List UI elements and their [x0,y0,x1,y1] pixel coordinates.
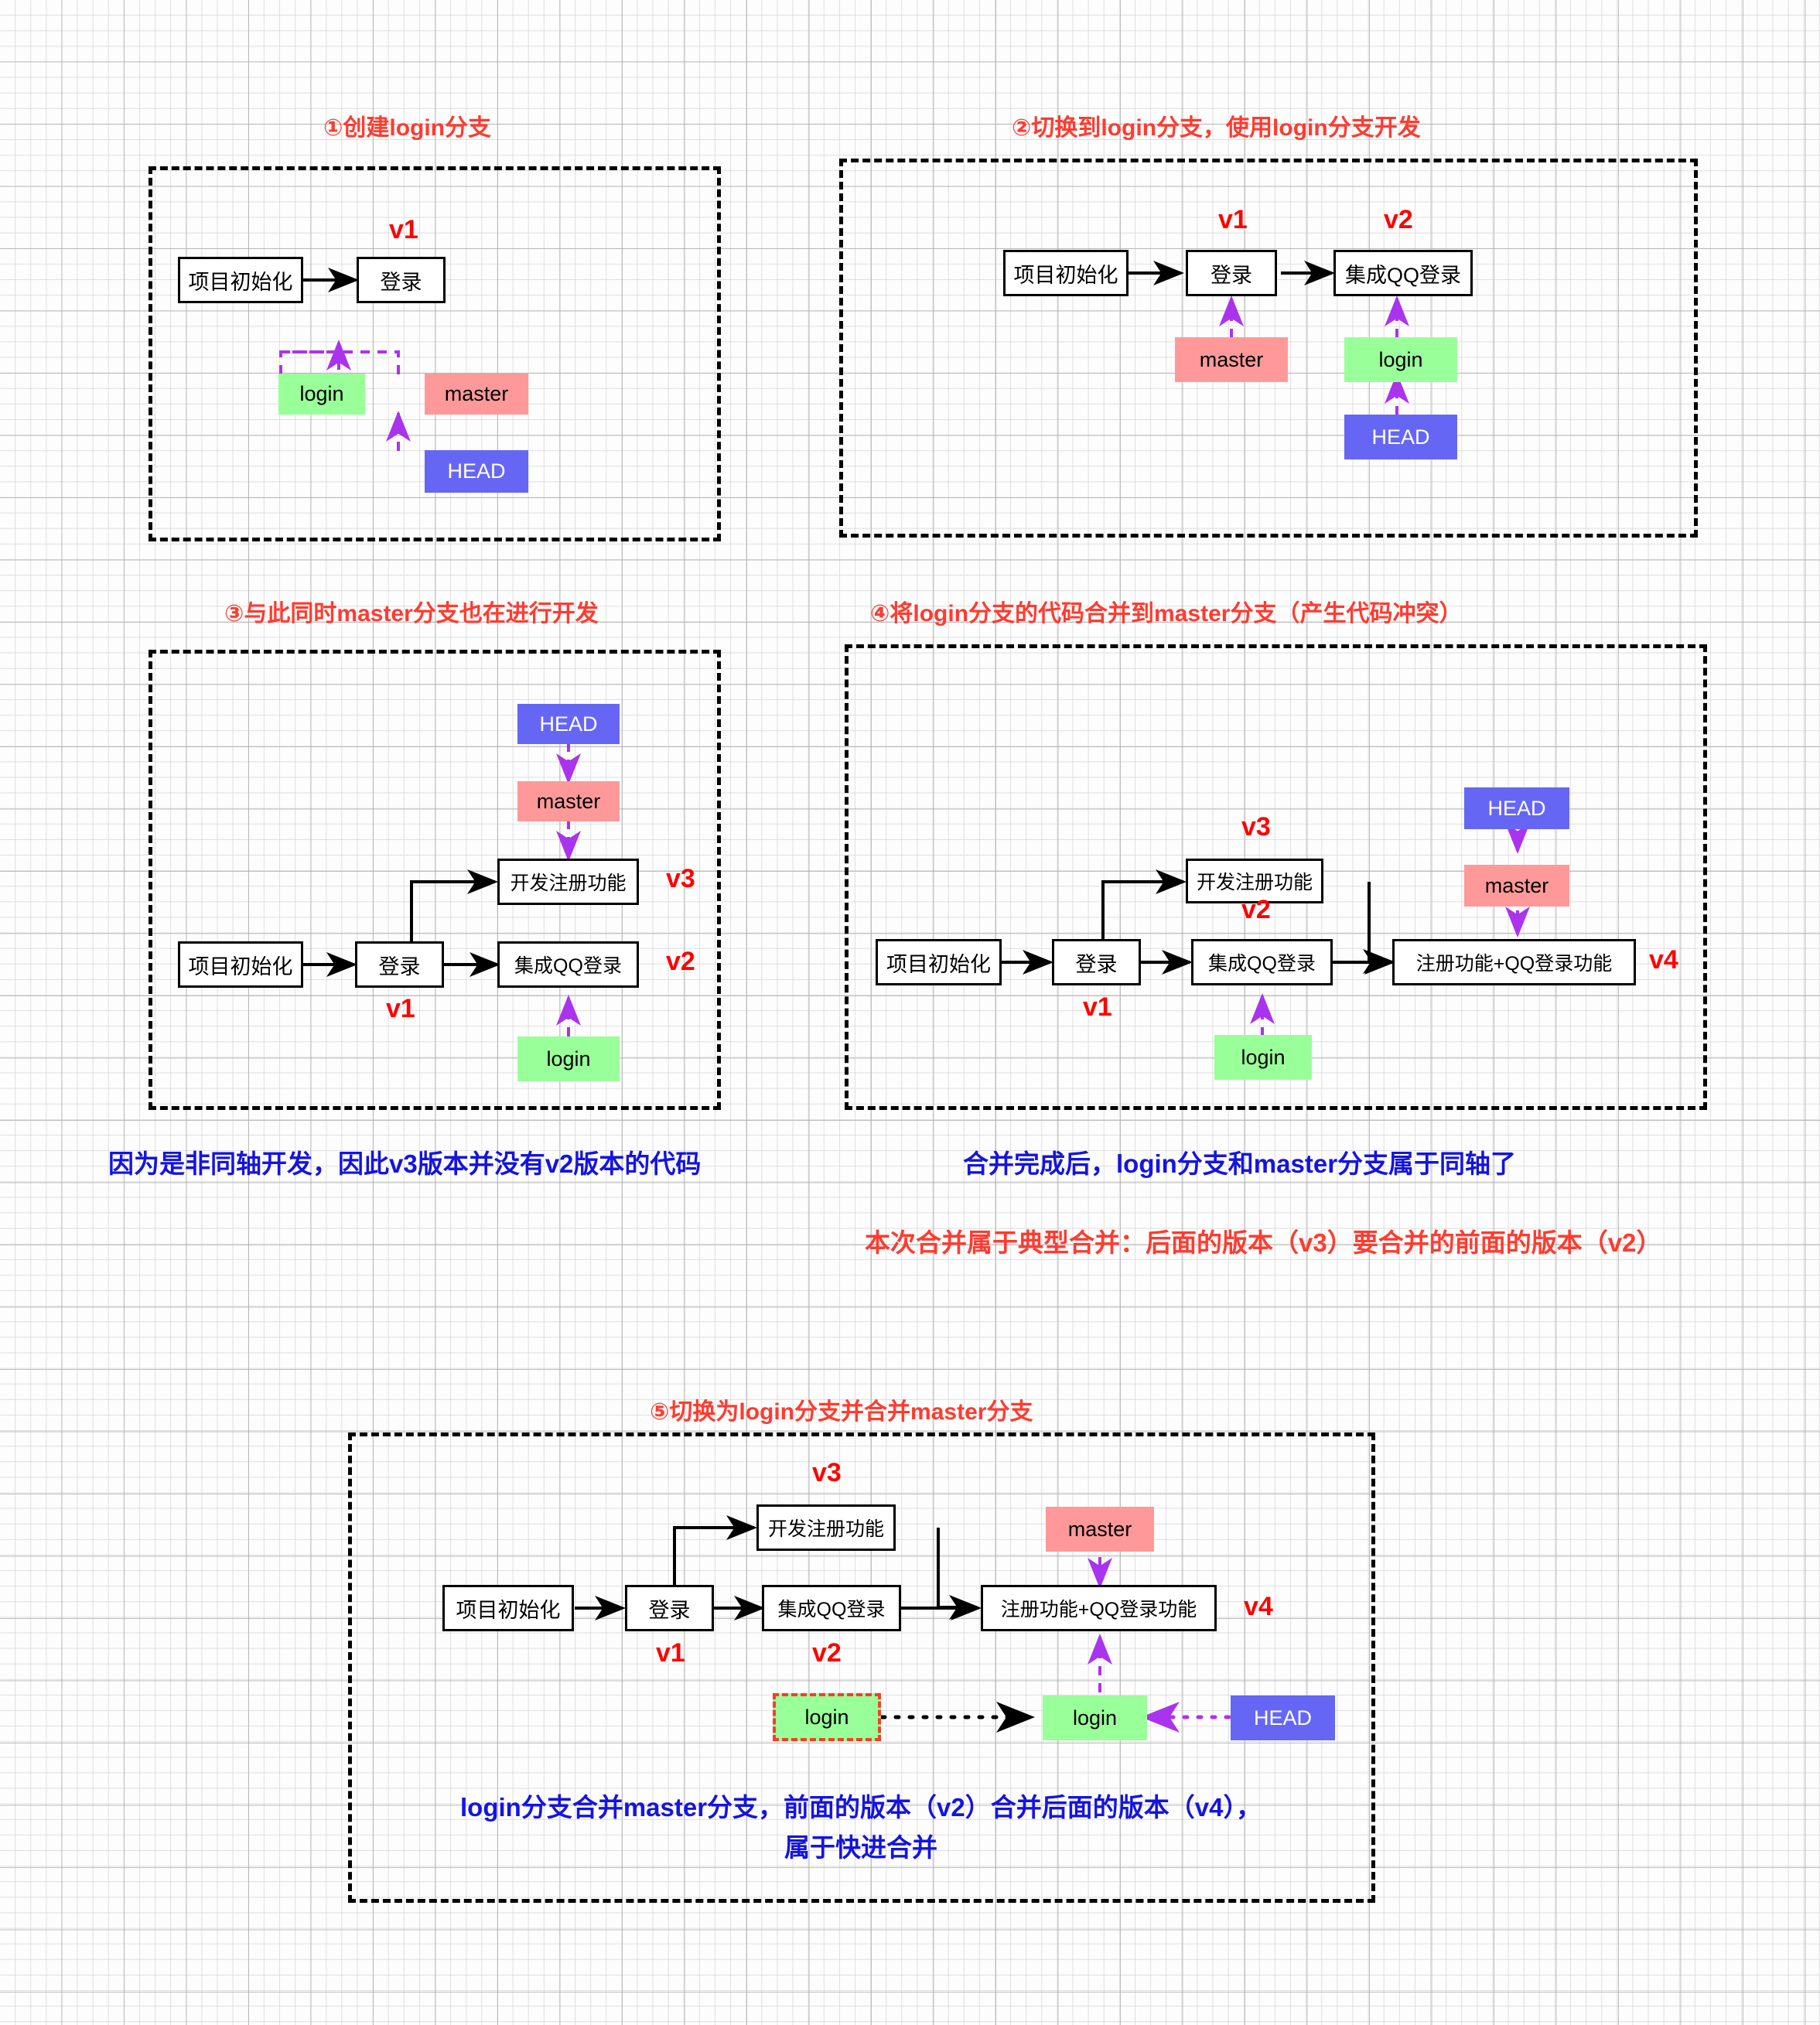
panel-3-caption: 因为是非同轴开发，因此v3版本并没有v2版本的代码 [108,1149,702,1178]
panel-4-title: ④将login分支的代码合并到master分支（产生代码冲突） [870,601,1463,627]
panel-5-tag-login-old[interactable]: login [773,1693,881,1741]
panel-5-frame [348,1433,1375,1903]
panel-5-tag-master[interactable]: master [1046,1507,1154,1552]
panel-4-tag-master[interactable]: master [1464,865,1569,907]
panel-2-tag-master[interactable]: master [1175,337,1288,382]
panel-1-node-login-commit[interactable]: 登录 [357,257,446,303]
panel-1-frame [149,166,721,541]
panel-3-tag-login[interactable]: login [517,1036,620,1081]
panel-1-node-init[interactable]: 项目初始化 [178,257,303,303]
panel-5-node-login-commit[interactable]: 登录 [625,1585,714,1631]
panel-3-version-v2: v2 [666,947,695,976]
panel-3-node-register-commit[interactable]: 开发注册功能 [497,859,639,905]
panel-4-tag-login[interactable]: login [1214,1035,1312,1080]
panel-4-frame [845,644,1707,1110]
panel-3-node-qq-commit[interactable]: 集成QQ登录 [497,941,639,988]
panel-3-title: ③与此同时master分支也在进行开发 [224,601,599,627]
panel-4-version-v1: v1 [1083,992,1112,1022]
panel-5-tag-login-new[interactable]: login [1043,1695,1147,1740]
panel-2-tag-head[interactable]: HEAD [1344,415,1457,459]
panel-1-tag-master[interactable]: master [425,374,528,415]
panel-3-tag-head[interactable]: HEAD [517,704,620,744]
panel-2-node-login-commit[interactable]: 登录 [1186,250,1277,296]
panel-4-version-v2: v2 [1241,895,1271,924]
panel-4-node-register-commit[interactable]: 开发注册功能 [1186,859,1323,903]
panel-3-version-v3: v3 [666,864,695,893]
panel-4-tag-head[interactable]: HEAD [1464,787,1569,829]
panel-4-version-v3: v3 [1241,812,1271,842]
panel-5-version-v4: v4 [1244,1592,1273,1621]
panel-5-node-init[interactable]: 项目初始化 [442,1585,574,1631]
panel-2-node-qq-commit[interactable]: 集成QQ登录 [1333,250,1473,296]
panel-5-node-register-commit[interactable]: 开发注册功能 [756,1504,896,1551]
panel-1-version-v1: v1 [389,215,418,244]
panel-5-version-v1: v1 [656,1638,685,1668]
panel-4-version-v4: v4 [1649,945,1678,975]
panel-5-node-merge-commit[interactable]: 注册功能+QQ登录功能 [981,1585,1217,1631]
panel-1-tag-login[interactable]: login [278,374,365,415]
panel-2-version-v1: v1 [1218,205,1248,234]
panel-2-version-v2: v2 [1384,205,1413,234]
panel-3-node-login-commit[interactable]: 登录 [355,941,444,988]
panel-1-tag-head[interactable]: HEAD [425,450,528,493]
panel-3-tag-master[interactable]: master [517,781,620,821]
panel-4-caption: 合并完成后，login分支和master分支属于同轴了 [963,1149,1517,1178]
panel-2-frame [839,159,1698,538]
panel-5-version-v2: v2 [812,1638,842,1668]
panel-5-title: ⑤切换为login分支并合并master分支 [650,1399,1033,1425]
panel-2-node-init[interactable]: 项目初始化 [1003,250,1129,296]
panel-5-tag-head[interactable]: HEAD [1231,1695,1335,1740]
panel-5-caption-line2: 属于快进合并 [784,1833,937,1862]
panel-4-node-merge-commit[interactable]: 注册功能+QQ登录功能 [1392,939,1636,985]
panel-2-tag-login[interactable]: login [1344,337,1457,382]
panel-4-node-login-commit[interactable]: 登录 [1052,939,1141,985]
panel-4-node-qq-commit[interactable]: 集成QQ登录 [1191,939,1333,985]
panel-4-caption-2: 本次合并属于典型合并：后面的版本（v3）要合并的前面的版本（v2） [865,1228,1662,1257]
panel-2-title: ②切换到login分支，使用login分支开发 [1012,115,1421,141]
panel-4-node-init[interactable]: 项目初始化 [876,939,1002,985]
panel-3-node-init[interactable]: 项目初始化 [178,941,303,988]
panel-3-version-v1: v1 [386,994,415,1023]
panel-3-frame [149,650,721,1110]
panel-5-node-qq-commit[interactable]: 集成QQ登录 [762,1585,901,1631]
panel-1-title: ①创建login分支 [323,115,492,141]
panel-5-caption-line1: login分支合并master分支，前面的版本（v2）合并后面的版本（v4）， [460,1793,1262,1822]
panel-5-version-v3: v3 [812,1458,842,1487]
